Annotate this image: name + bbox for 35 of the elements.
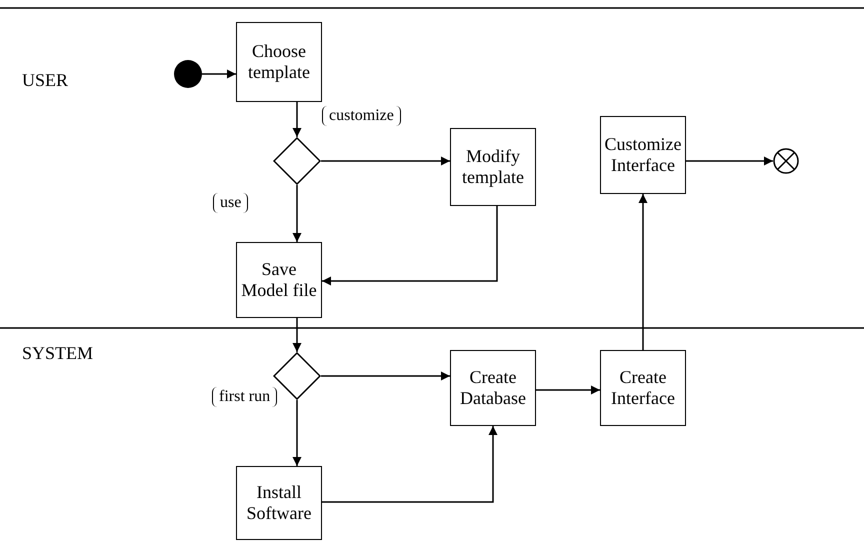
decision-diamond xyxy=(273,352,321,400)
activity-box xyxy=(236,22,322,102)
guard-label: use xyxy=(213,193,248,213)
activity-label: Save Model file xyxy=(240,259,318,301)
guard-label: first run xyxy=(212,387,278,407)
activity-box xyxy=(236,242,322,318)
end-node xyxy=(773,148,799,174)
arrow xyxy=(292,102,302,137)
arrow xyxy=(536,386,600,394)
start-node xyxy=(174,60,202,88)
arrow xyxy=(321,156,450,166)
arrow xyxy=(202,70,236,78)
arrow xyxy=(686,156,773,166)
arrow xyxy=(322,206,498,286)
arrow xyxy=(292,185,302,242)
swimlane-label: USER xyxy=(22,70,68,91)
activity-box xyxy=(600,350,686,426)
activity-box xyxy=(236,466,322,540)
guard-label: customize xyxy=(322,106,401,126)
activity-box xyxy=(600,116,686,194)
arrow xyxy=(292,400,302,466)
activity-label: Create Database xyxy=(459,367,527,409)
arrow xyxy=(322,426,498,503)
activity-label: Choose template xyxy=(247,41,311,83)
activity-label: Install Software xyxy=(246,482,312,524)
arrow xyxy=(292,318,302,352)
activity-label: Modify template xyxy=(461,146,525,188)
activity-label: Create Interface xyxy=(610,367,676,409)
activity-box xyxy=(450,350,536,426)
arrow xyxy=(638,194,648,350)
activity-label: Customize Interface xyxy=(604,134,682,176)
swimlane-label: SYSTEM xyxy=(22,343,94,364)
decision-diamond xyxy=(273,137,321,185)
arrow xyxy=(321,372,450,380)
activity-box xyxy=(450,128,536,206)
